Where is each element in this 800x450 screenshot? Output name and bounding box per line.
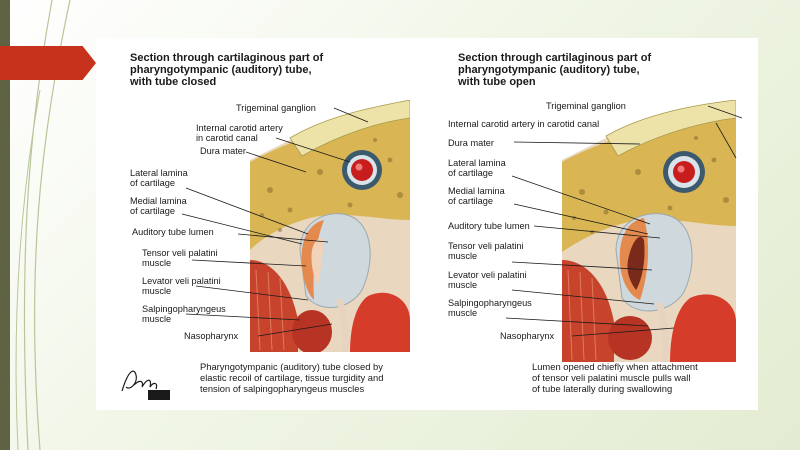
left-label-lateral-lamina: Lateral lamina of cartilage [130, 168, 188, 188]
right-label-salpingopharyngeus: Salpingopharyngeus muscle [448, 298, 532, 318]
left-accent-strip [0, 0, 10, 450]
left-caption: Pharyngotympanic (auditory) tube closed … [200, 361, 384, 394]
right-section-illustration [562, 100, 736, 362]
left-label-carotid: Internal carotid artery in carotid canal [196, 123, 283, 143]
right-label-lateral-lamina: Lateral lamina of cartilage [448, 158, 506, 178]
right-caption: Lumen opened chiefly when attachment of … [532, 361, 698, 394]
left-label-tensor: Tensor veli palatini muscle [142, 248, 218, 268]
left-panel-title: Section through cartilaginous part of ph… [130, 52, 324, 88]
left-label-nasopharynx: Nasopharynx [184, 331, 239, 341]
right-panel-title: Section through cartilaginous part of ph… [458, 52, 652, 88]
left-label-tube-lumen: Auditory tube lumen [132, 227, 214, 237]
left-section-illustration [250, 100, 410, 352]
right-label-medial-lamina: Medial lamina of cartilage [448, 186, 505, 206]
left-label-trigeminal: Trigeminal ganglion [236, 103, 316, 113]
left-label-levator: Levator veli palatini muscle [142, 276, 221, 296]
right-label-nasopharynx: Nasopharynx [500, 331, 555, 341]
right-label-trigeminal: Trigeminal ganglion [546, 101, 626, 111]
right-label-tensor: Tensor veli palatini muscle [448, 241, 524, 261]
publisher-logo [148, 390, 170, 400]
title-accent-tab [0, 46, 96, 80]
right-label-dura: Dura mater [448, 138, 494, 148]
right-label-tube-lumen: Auditory tube lumen [448, 221, 530, 231]
netter-signature [121, 370, 158, 392]
left-label-dura: Dura mater [200, 146, 246, 156]
left-label-medial-lamina: Medial lamina of cartilage [130, 196, 187, 216]
left-label-salpingopharyngeus: Salpingopharyngeus muscle [142, 304, 226, 324]
right-label-carotid: Internal carotid artery in carotid canal [448, 119, 600, 129]
anatomy-figure: Section through cartilaginous part of ph… [96, 38, 758, 410]
right-label-levator: Levator veli palatini muscle [448, 270, 527, 290]
left-leader-lines [181, 107, 369, 337]
right-leader-lines [505, 105, 743, 337]
